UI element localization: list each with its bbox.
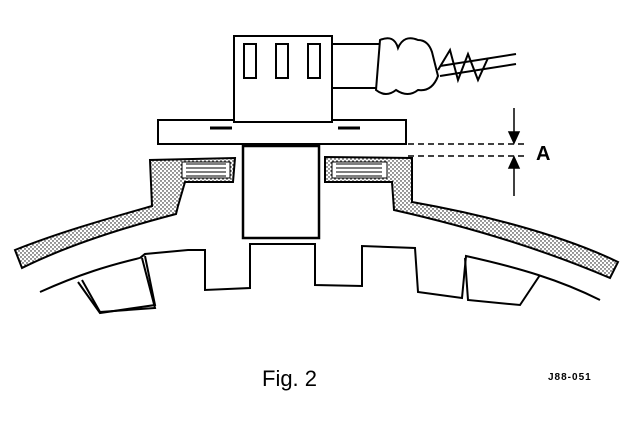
cable-boot — [374, 37, 440, 95]
cable-spring — [437, 47, 517, 84]
figure-caption: Fig. 2 — [262, 366, 318, 391]
gap-label: A — [536, 143, 550, 165]
sensor-tip — [241, 144, 321, 240]
left-insert — [181, 161, 231, 179]
figure-code: J88-051 — [548, 372, 592, 383]
right-insert — [331, 161, 388, 179]
sensor-flange — [157, 119, 407, 145]
housing-body-right — [324, 155, 620, 280]
cable-connector — [331, 43, 381, 89]
wheel-tooth-right — [464, 257, 541, 307]
gap-dimension — [408, 108, 524, 196]
wheel-tooth-left — [77, 255, 157, 315]
housing-body — [13, 156, 237, 270]
